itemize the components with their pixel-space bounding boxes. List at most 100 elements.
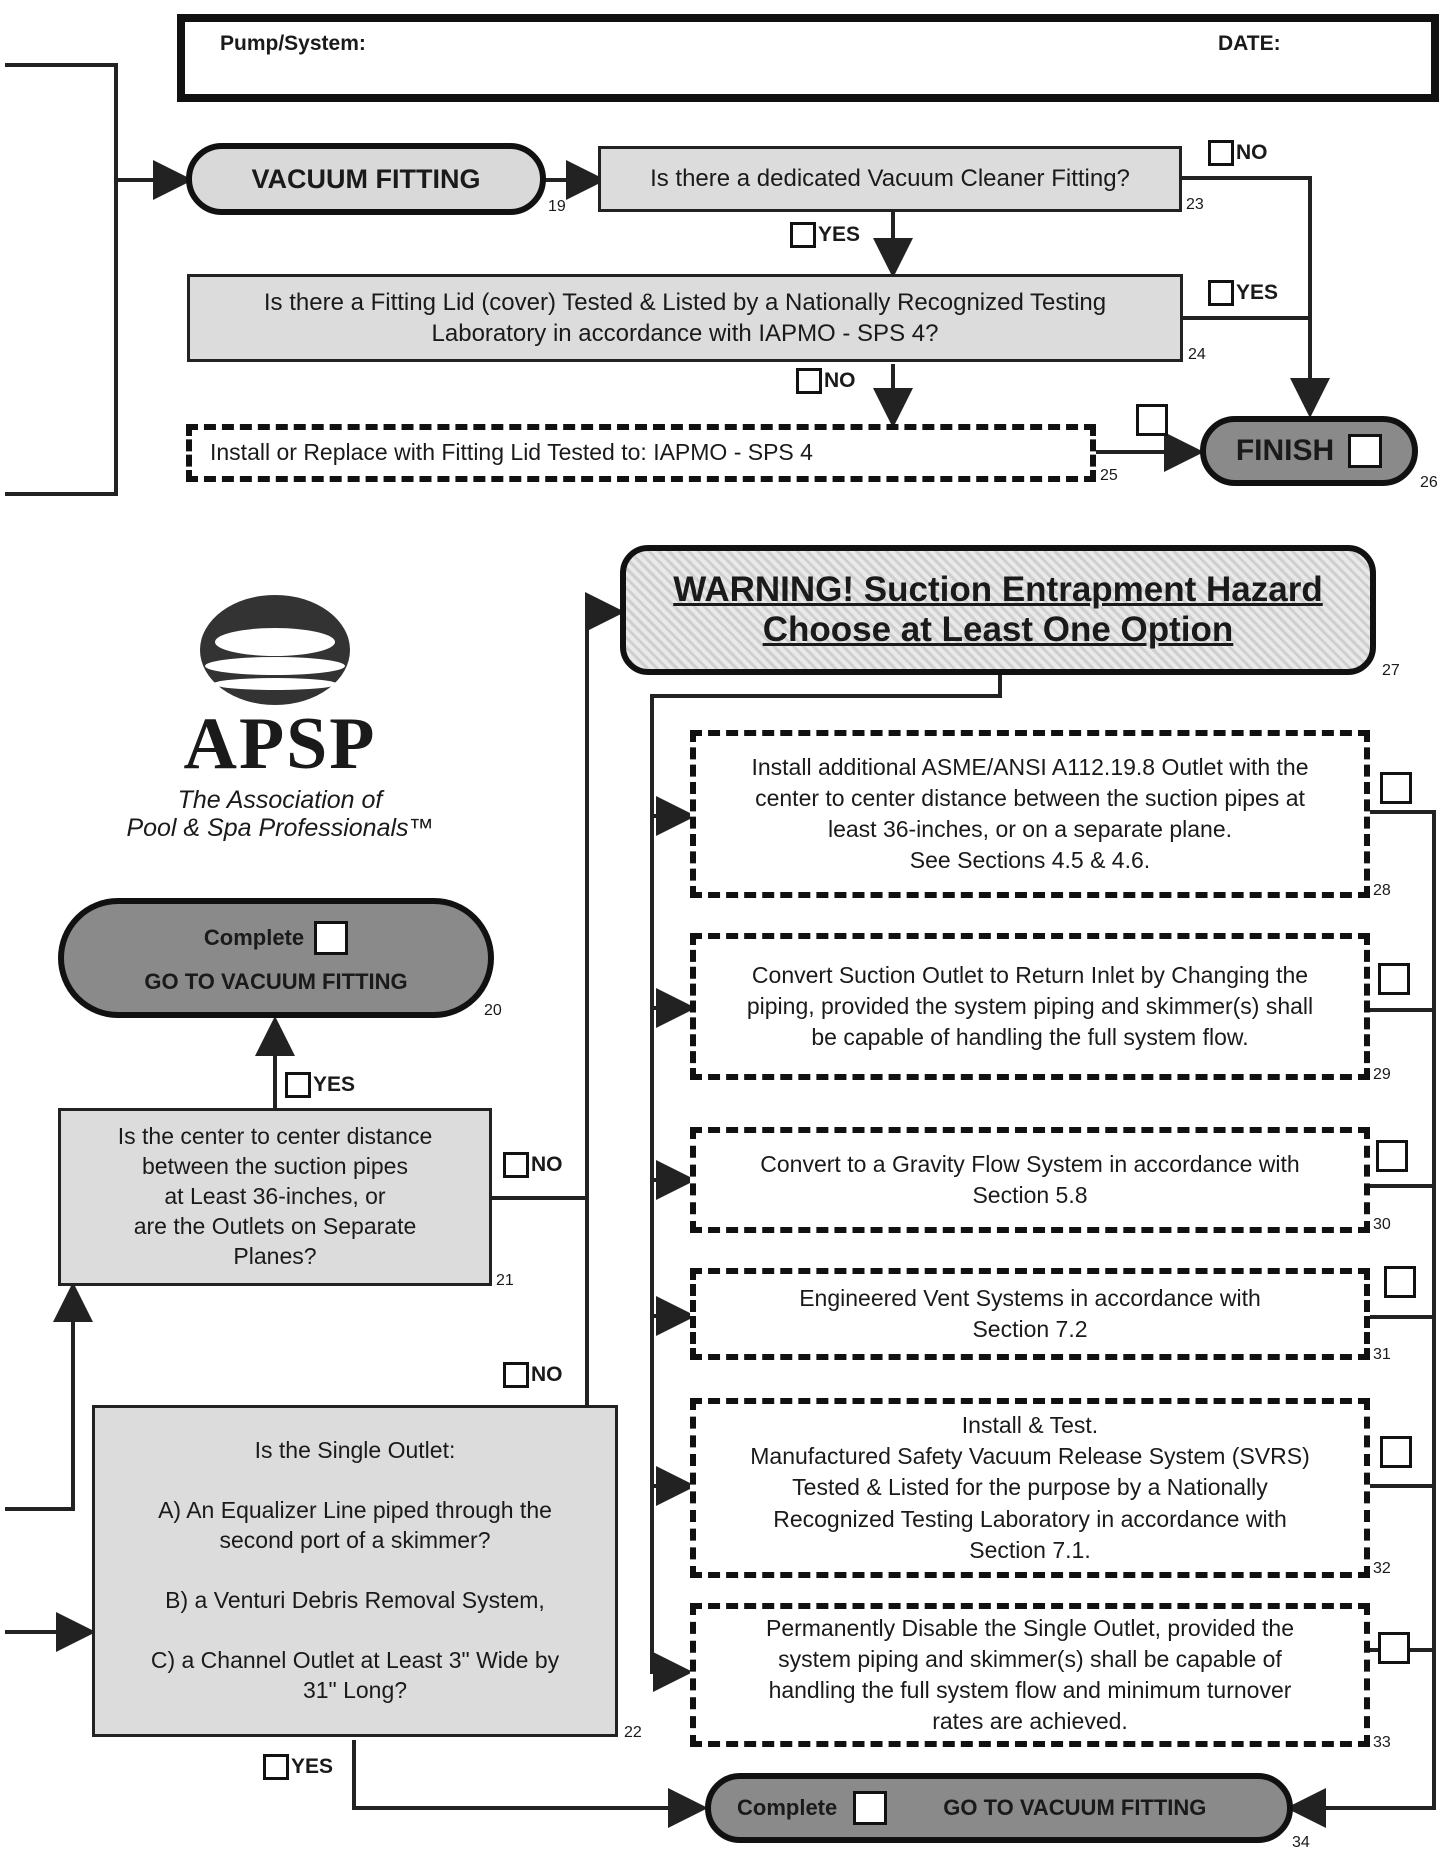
yes-label: YES [818,223,861,246]
apsp-logo: APSP The Association of Pool & Spa Profe… [100,590,460,841]
step-number-21: 21 [496,1272,514,1289]
step-number-20: 20 [484,1002,502,1019]
b25-checkbox[interactable] [1136,404,1168,436]
checkbox[interactable] [1208,140,1234,166]
q22-box: Is the Single Outlet: A) An Equalizer Li… [92,1405,618,1737]
option-33-box: Permanently Disable the Single Outlet, p… [690,1603,1370,1747]
yes-label: YES [313,1073,356,1096]
finish-terminal: FINISH [1200,416,1418,486]
option-32-box: Install & Test.Manufactured Safety Vacuu… [690,1398,1370,1578]
goto-vacuum-label: GO TO VACUUM FITTING [943,1795,1207,1820]
q21-yes-option[interactable]: YES [285,1072,355,1098]
q22-option-a: second port of a skimmer? [219,1527,491,1554]
option-33-checkbox[interactable] [1378,1632,1410,1664]
q23-box: Is there a dedicated Vacuum Cleaner Fitt… [598,146,1182,212]
logo-subtitle-2: Pool & Spa Professionals™ [126,813,434,842]
step-number-24: 24 [1188,346,1206,363]
step-number-28: 28 [1373,882,1391,899]
step-number-27: 27 [1382,662,1400,679]
option-line: Convert Suction Outlet to Return Inlet b… [751,961,1309,988]
step-number-34: 34 [1292,1834,1310,1851]
checkbox[interactable] [503,1152,529,1178]
option-line: be capable of handling the full system f… [811,1024,1249,1051]
q22-option-a: A) An Equalizer Line piped through the [158,1497,552,1524]
complete-checkbox[interactable] [314,921,349,955]
checkbox[interactable] [503,1362,529,1388]
q24-no-option[interactable]: NO [796,368,856,394]
option-line: handling the full system flow and minimu… [768,1677,1292,1703]
warning-title: WARNING! Suction Entrapment Hazard [673,569,1323,609]
warning-box: WARNING! Suction Entrapment Hazard Choos… [620,545,1376,675]
step-number-22: 22 [624,1724,642,1741]
goto-vacuum-label: GO TO VACUUM FITTING [144,969,408,994]
option-line: Tested & Listed for the purpose by a Nat… [792,1474,1268,1501]
checkbox[interactable] [1208,280,1234,306]
q23-text: Is there a dedicated Vacuum Cleaner Fitt… [650,165,1130,193]
option-line: Install additional ASME/ANSI A112.19.8 O… [751,753,1309,780]
option-31-checkbox[interactable] [1384,1266,1416,1298]
finish-label: FINISH [1235,434,1335,467]
q22-heading: Is the Single Outlet: [254,1437,456,1464]
b25-text: Install or Replace with Fitting Lid Test… [210,439,813,466]
q21-box: Is the center to center distance between… [58,1108,492,1286]
step-number-23: 23 [1186,196,1204,213]
step-number-30: 30 [1373,1216,1391,1233]
option-30-box: Convert to a Gravity Flow System in acco… [690,1127,1370,1233]
header-box: Pump/System: DATE: [177,14,1439,102]
option-line: least 36-inches, or on a separate plane. [827,816,1233,842]
q24-box: Is there a Fitting Lid (cover) Tested & … [187,274,1183,362]
q24-line2: Laboratory in accordance with IAPMO - SP… [431,320,939,347]
option-line: piping, provided the system piping and s… [746,992,1314,1019]
q22-option-c: 31" Long? [302,1676,408,1703]
checkbox[interactable] [263,1754,289,1780]
yes-label: YES [1236,281,1279,304]
step-number-31: 31 [1373,1346,1391,1363]
q22-yes-option[interactable]: YES [263,1754,333,1780]
q23-no-option[interactable]: NO [1208,140,1268,166]
checkbox[interactable] [796,368,822,394]
q23-yes-option[interactable]: YES [790,222,860,248]
complete-label: Complete [203,925,305,950]
option-31-box: Engineered Vent Systems in accordance wi… [690,1268,1370,1360]
step-number-19: 19 [548,198,566,215]
no-label: NO [531,1153,563,1176]
date-label: DATE: [1218,32,1281,55]
logo-wordmark: APSP [183,703,377,785]
option-29-checkbox[interactable] [1378,963,1410,995]
checkbox[interactable] [790,222,816,248]
option-32-checkbox[interactable] [1380,1436,1412,1468]
no-label: NO [824,369,856,392]
option-line: Section 7.1. [969,1536,1091,1563]
b25-box: Install or Replace with Fitting Lid Test… [186,424,1096,482]
q22-option-b: B) a Venturi Debris Removal System, [165,1587,545,1613]
option-line: system piping and skimmer(s) shall be ca… [778,1645,1282,1672]
no-label: NO [531,1363,563,1386]
q24-line1: Is there a Fitting Lid (cover) Tested & … [263,288,1107,316]
option-29-box: Convert Suction Outlet to Return Inlet b… [690,933,1370,1080]
pump-system-label: Pump/System: [220,32,366,55]
vacuum-fitting-terminal: VACUUM FITTING [186,143,546,215]
option-line: Section 7.2 [972,1316,1088,1342]
no-label: NO [1236,141,1268,164]
option-line: See Sections 4.5 & 4.6. [909,847,1151,874]
q21-line: Planes? [233,1242,317,1269]
option-line: Engineered Vent Systems in accordance wi… [799,1284,1261,1311]
warning-subtitle: Choose at Least One Option [762,610,1234,649]
finish-checkbox[interactable] [1348,434,1383,468]
q21-line: are the Outlets on Separate [133,1212,417,1239]
option-30-checkbox[interactable] [1376,1140,1408,1172]
complete-terminal-34: Complete GO TO VACUUM FITTING [705,1773,1293,1843]
logo-subtitle-1: The Association of [177,786,383,814]
checkbox[interactable] [285,1072,311,1098]
option-28-checkbox[interactable] [1380,772,1412,804]
option-line: center to center distance between the su… [755,784,1305,811]
complete-checkbox[interactable] [853,1791,888,1825]
vacuum-fitting-label: VACUUM FITTING [251,163,481,194]
option-line: Permanently Disable the Single Outlet, p… [765,1614,1295,1641]
complete-label: Complete [737,1795,838,1820]
q21-no-option[interactable]: NO [503,1152,563,1178]
q24-yes-option[interactable]: YES [1208,280,1278,306]
option-line: Section 5.8 [972,1182,1088,1208]
q22-no-option[interactable]: NO [503,1362,563,1388]
